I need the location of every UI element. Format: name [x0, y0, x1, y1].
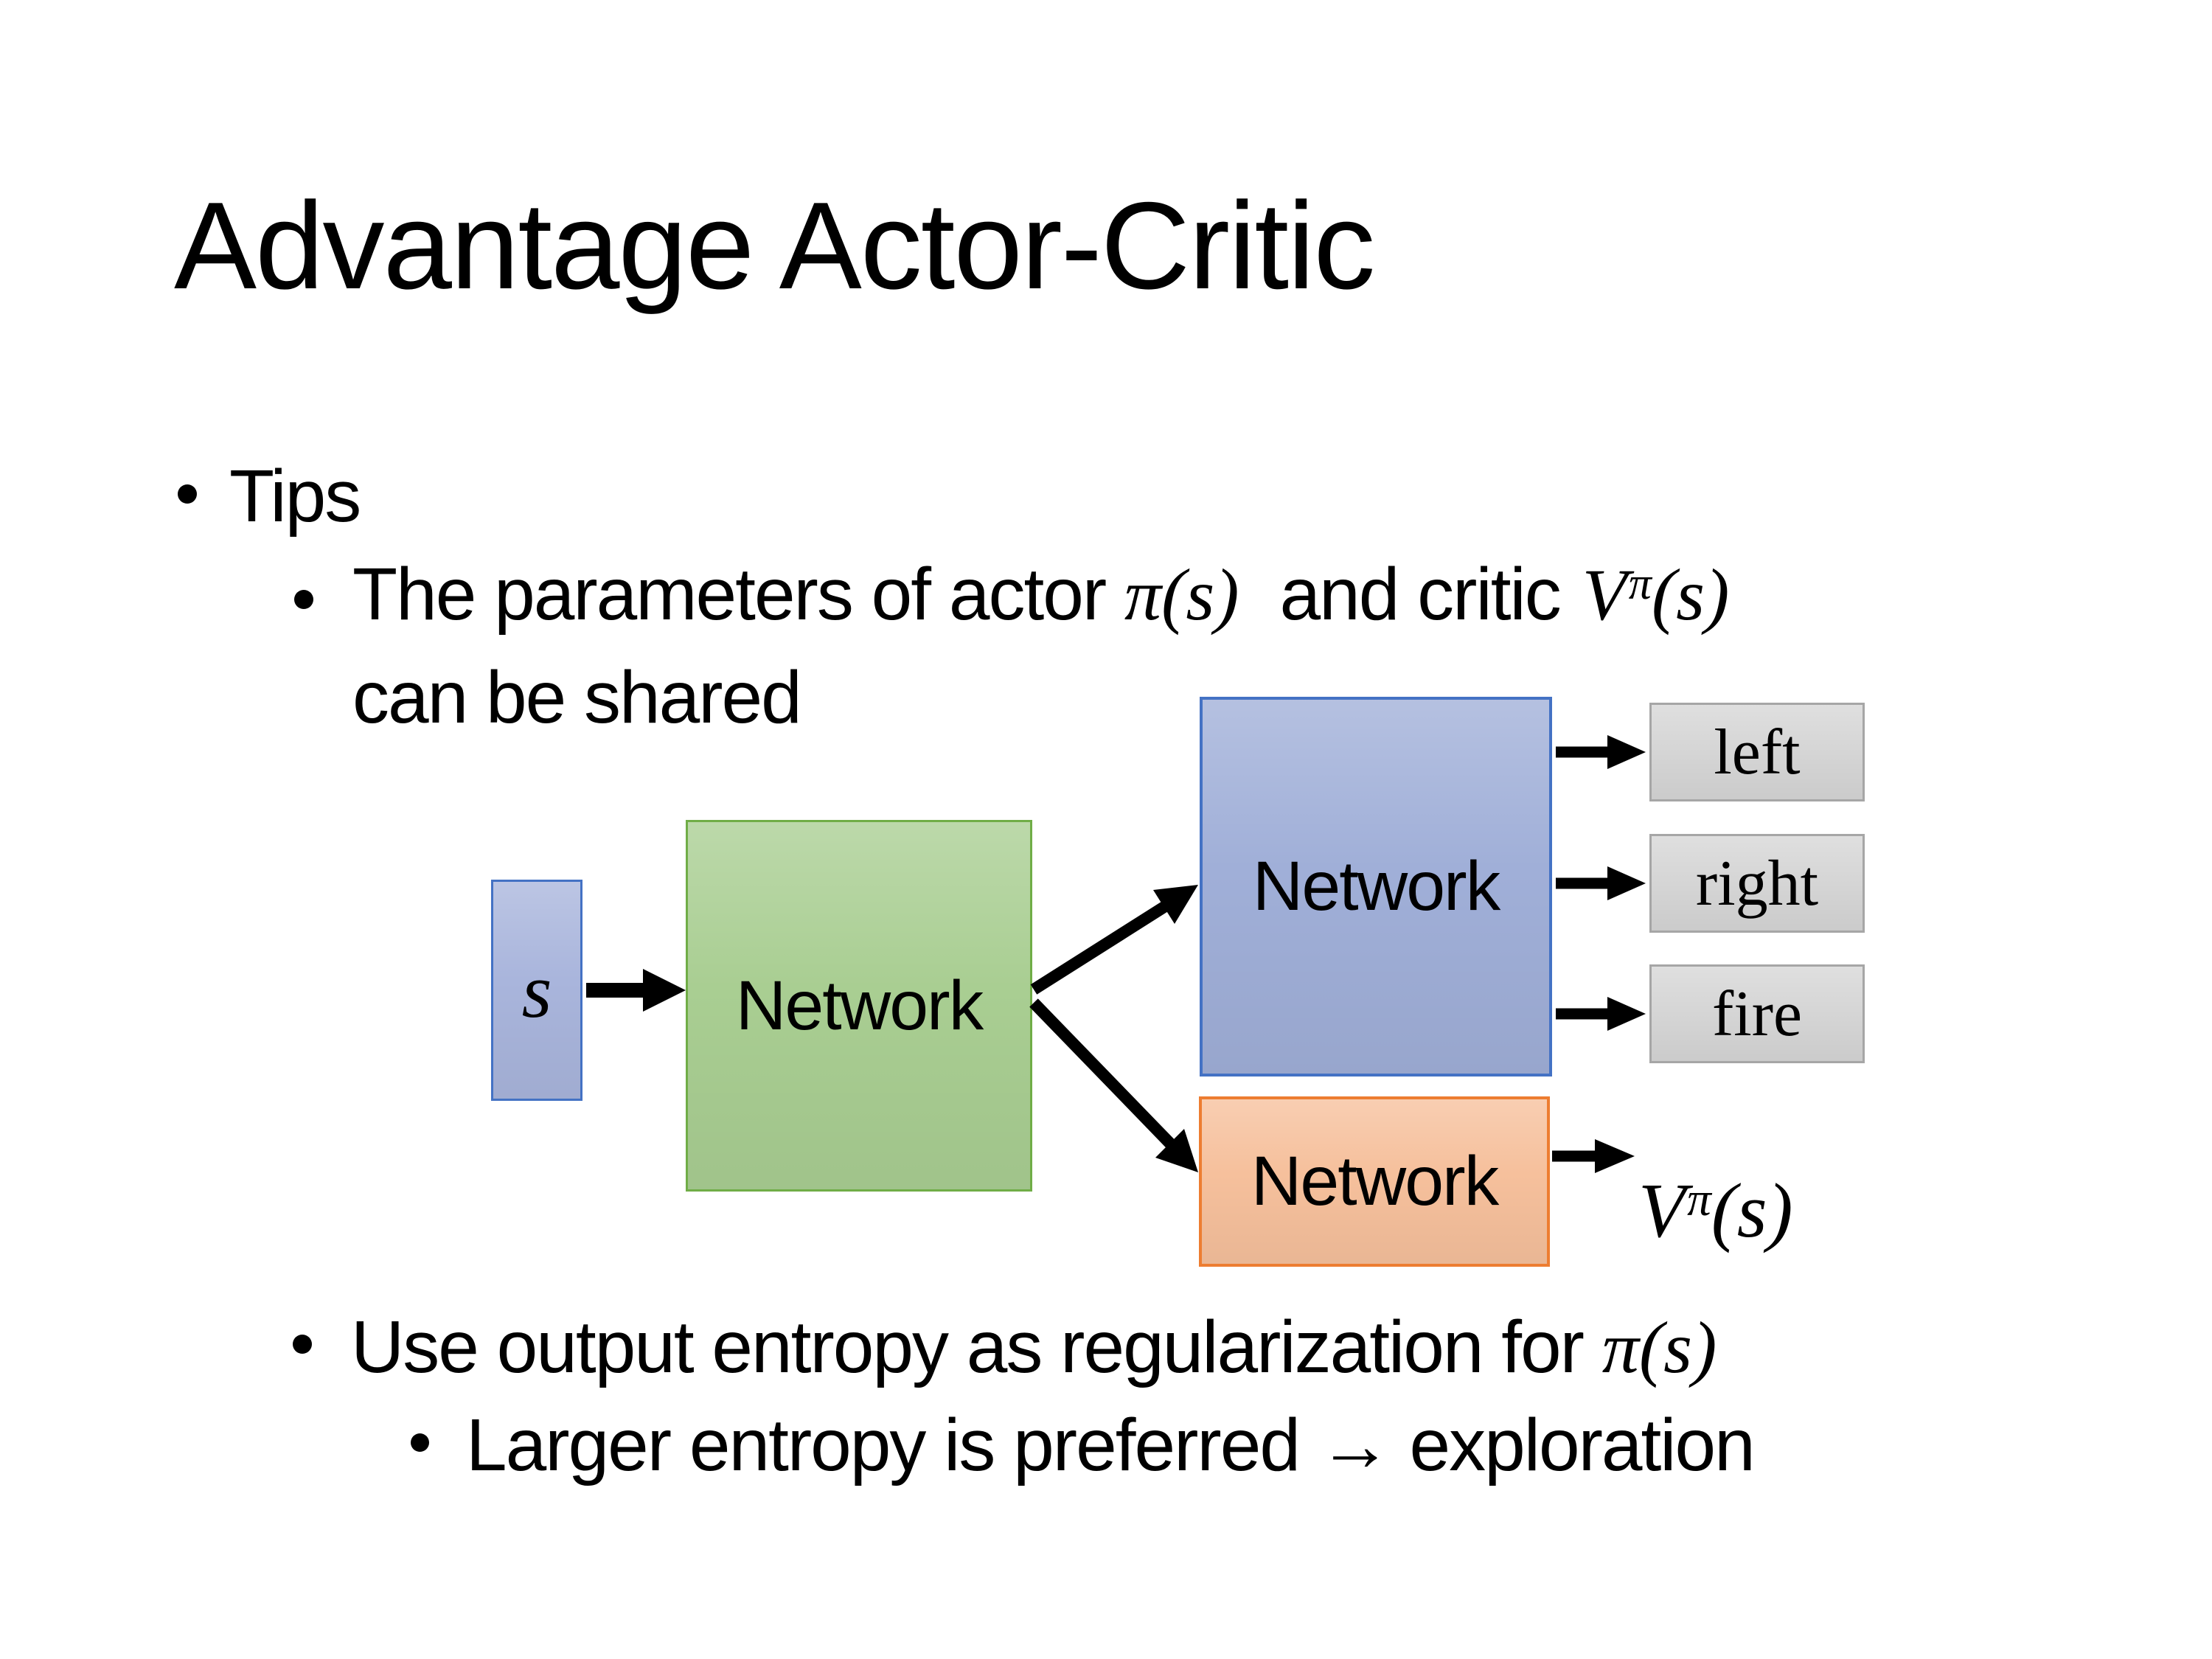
value-superscript: π [1628, 559, 1652, 610]
shared-network-label: Network [735, 966, 984, 1045]
critic-value-math: Vπ(s) [1582, 554, 1730, 636]
arrow-critic-to-value [1552, 1139, 1635, 1173]
action-label-fire: fire [1711, 978, 1803, 1050]
value-output-superscript: π [1687, 1172, 1711, 1226]
actor-policy-math: π(s) [1124, 554, 1239, 636]
critic-network-label: Network [1251, 1142, 1499, 1220]
arrow-state-to-shared [586, 969, 686, 1012]
bullet-dot-exploration [411, 1433, 429, 1452]
shared-params-text: The parameters of actor [352, 553, 1124, 636]
action-label-right: right [1695, 847, 1819, 919]
shared-network-box: Network [686, 820, 1032, 1192]
value-output-symbol: V [1638, 1167, 1686, 1253]
value-output: Vπ(s) [1638, 1172, 1793, 1249]
state-input-box: s [491, 880, 582, 1101]
bullet-dot-tips [178, 484, 197, 504]
bullet-dot-shared-params [294, 590, 313, 609]
entropy-text: Use output entropy as regularization for [351, 1306, 1602, 1388]
page-title: Advantage Actor-Critic [174, 176, 1375, 315]
arrow-shared-to-critic [1029, 998, 1198, 1172]
action-label-left: left [1714, 716, 1801, 788]
bullet-dot-entropy [293, 1335, 312, 1354]
value-output-args: (s) [1711, 1167, 1793, 1253]
actor-network-box: Network [1200, 697, 1552, 1077]
action-box-fire: fire [1649, 964, 1865, 1063]
actor-network-label: Network [1252, 847, 1500, 925]
shared-params-text-2: and critic [1279, 553, 1562, 636]
action-box-left: left [1649, 703, 1865, 801]
bullet-shared-params-line2: can be shared [352, 656, 802, 739]
entropy-policy-math: π(s) [1601, 1307, 1717, 1388]
arrow-actor-to-fire [1556, 997, 1646, 1031]
bullet-entropy: Use output entropy as regularization for… [351, 1310, 1717, 1385]
arrow-shared-to-actor [1030, 885, 1198, 995]
value-symbol: V [1582, 554, 1627, 636]
value-args: (s) [1651, 554, 1730, 636]
critic-network-box: Network [1199, 1096, 1550, 1267]
arrow-actor-to-left [1556, 735, 1646, 769]
bullet-exploration: Larger entropy is preferred → exploratio… [466, 1404, 1756, 1486]
action-box-right: right [1649, 834, 1865, 933]
state-label: s [521, 947, 552, 1034]
arrow-actor-to-right [1556, 866, 1646, 900]
bullet-tips: Tips [229, 455, 361, 538]
